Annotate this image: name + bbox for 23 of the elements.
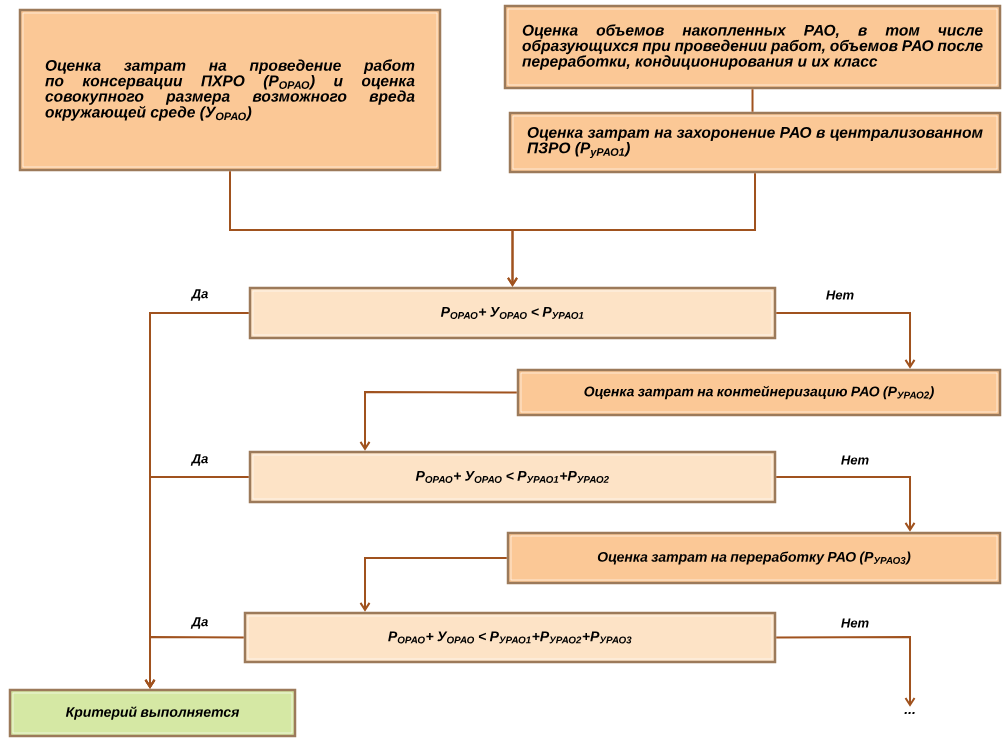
edge-label: Нет — [826, 290, 854, 300]
decision-box: Р$_{ОРАО}$+ У$_{ОРАО}$ < Р$_{УРАО1}$+Р$_{УРАО2}$+Р$_{УРАО3}$ — [243, 611, 777, 664]
arrow — [507, 172, 756, 287]
arrow — [775, 636, 916, 707]
edge-label: Да — [190, 454, 208, 466]
edge-label: Да — [190, 617, 208, 629]
process-box: Оценка затрат на проведение работ по консервации ПХРО (Р$_{ОРАО}$) и оценка совокупного размера возможного вреда окружающей среде (У$_{ОРАО}$) — [18, 8, 442, 172]
decision-box: Р$_{ОРАО}$+ У$_{ОРАО}$ < Р$_{УРАО1}$+Р$_{УРАО2}$ — [248, 450, 777, 504]
process-box: Оценка затрат на захоронение РАО в централизованном ПЗРО (Р$_{уРАО1}$) — [508, 111, 1002, 174]
continuation-text: ... — [904, 711, 915, 715]
process-box: Оценка затрат на контейнеризацию РАО (Р$_{УРАО2}$) — [516, 368, 1002, 417]
edge-label: Нет — [841, 455, 869, 465]
arrow — [359, 391, 518, 451]
edge-label: Нет — [841, 618, 869, 628]
arrow — [775, 312, 916, 369]
process-box: Оценка объемов накопленных РАО, в том числе образующихся при проведении работ, объемов РАО после переработки, кондиционирования и их класс — [503, 4, 1002, 90]
result-box: Критерий выполняется — [8, 688, 297, 738]
decision-box: Р$_{ОРАО}$+ У$_{ОРАО}$ < Р$_{УРАО1}$ — [248, 286, 777, 340]
edge-label: Да — [190, 289, 208, 301]
arrow — [775, 476, 916, 532]
process-box: Оценка затрат на переработку РАО (Р$_{УРАО3}$) — [506, 531, 1002, 585]
arrow — [144, 636, 245, 689]
arrow — [359, 557, 508, 612]
